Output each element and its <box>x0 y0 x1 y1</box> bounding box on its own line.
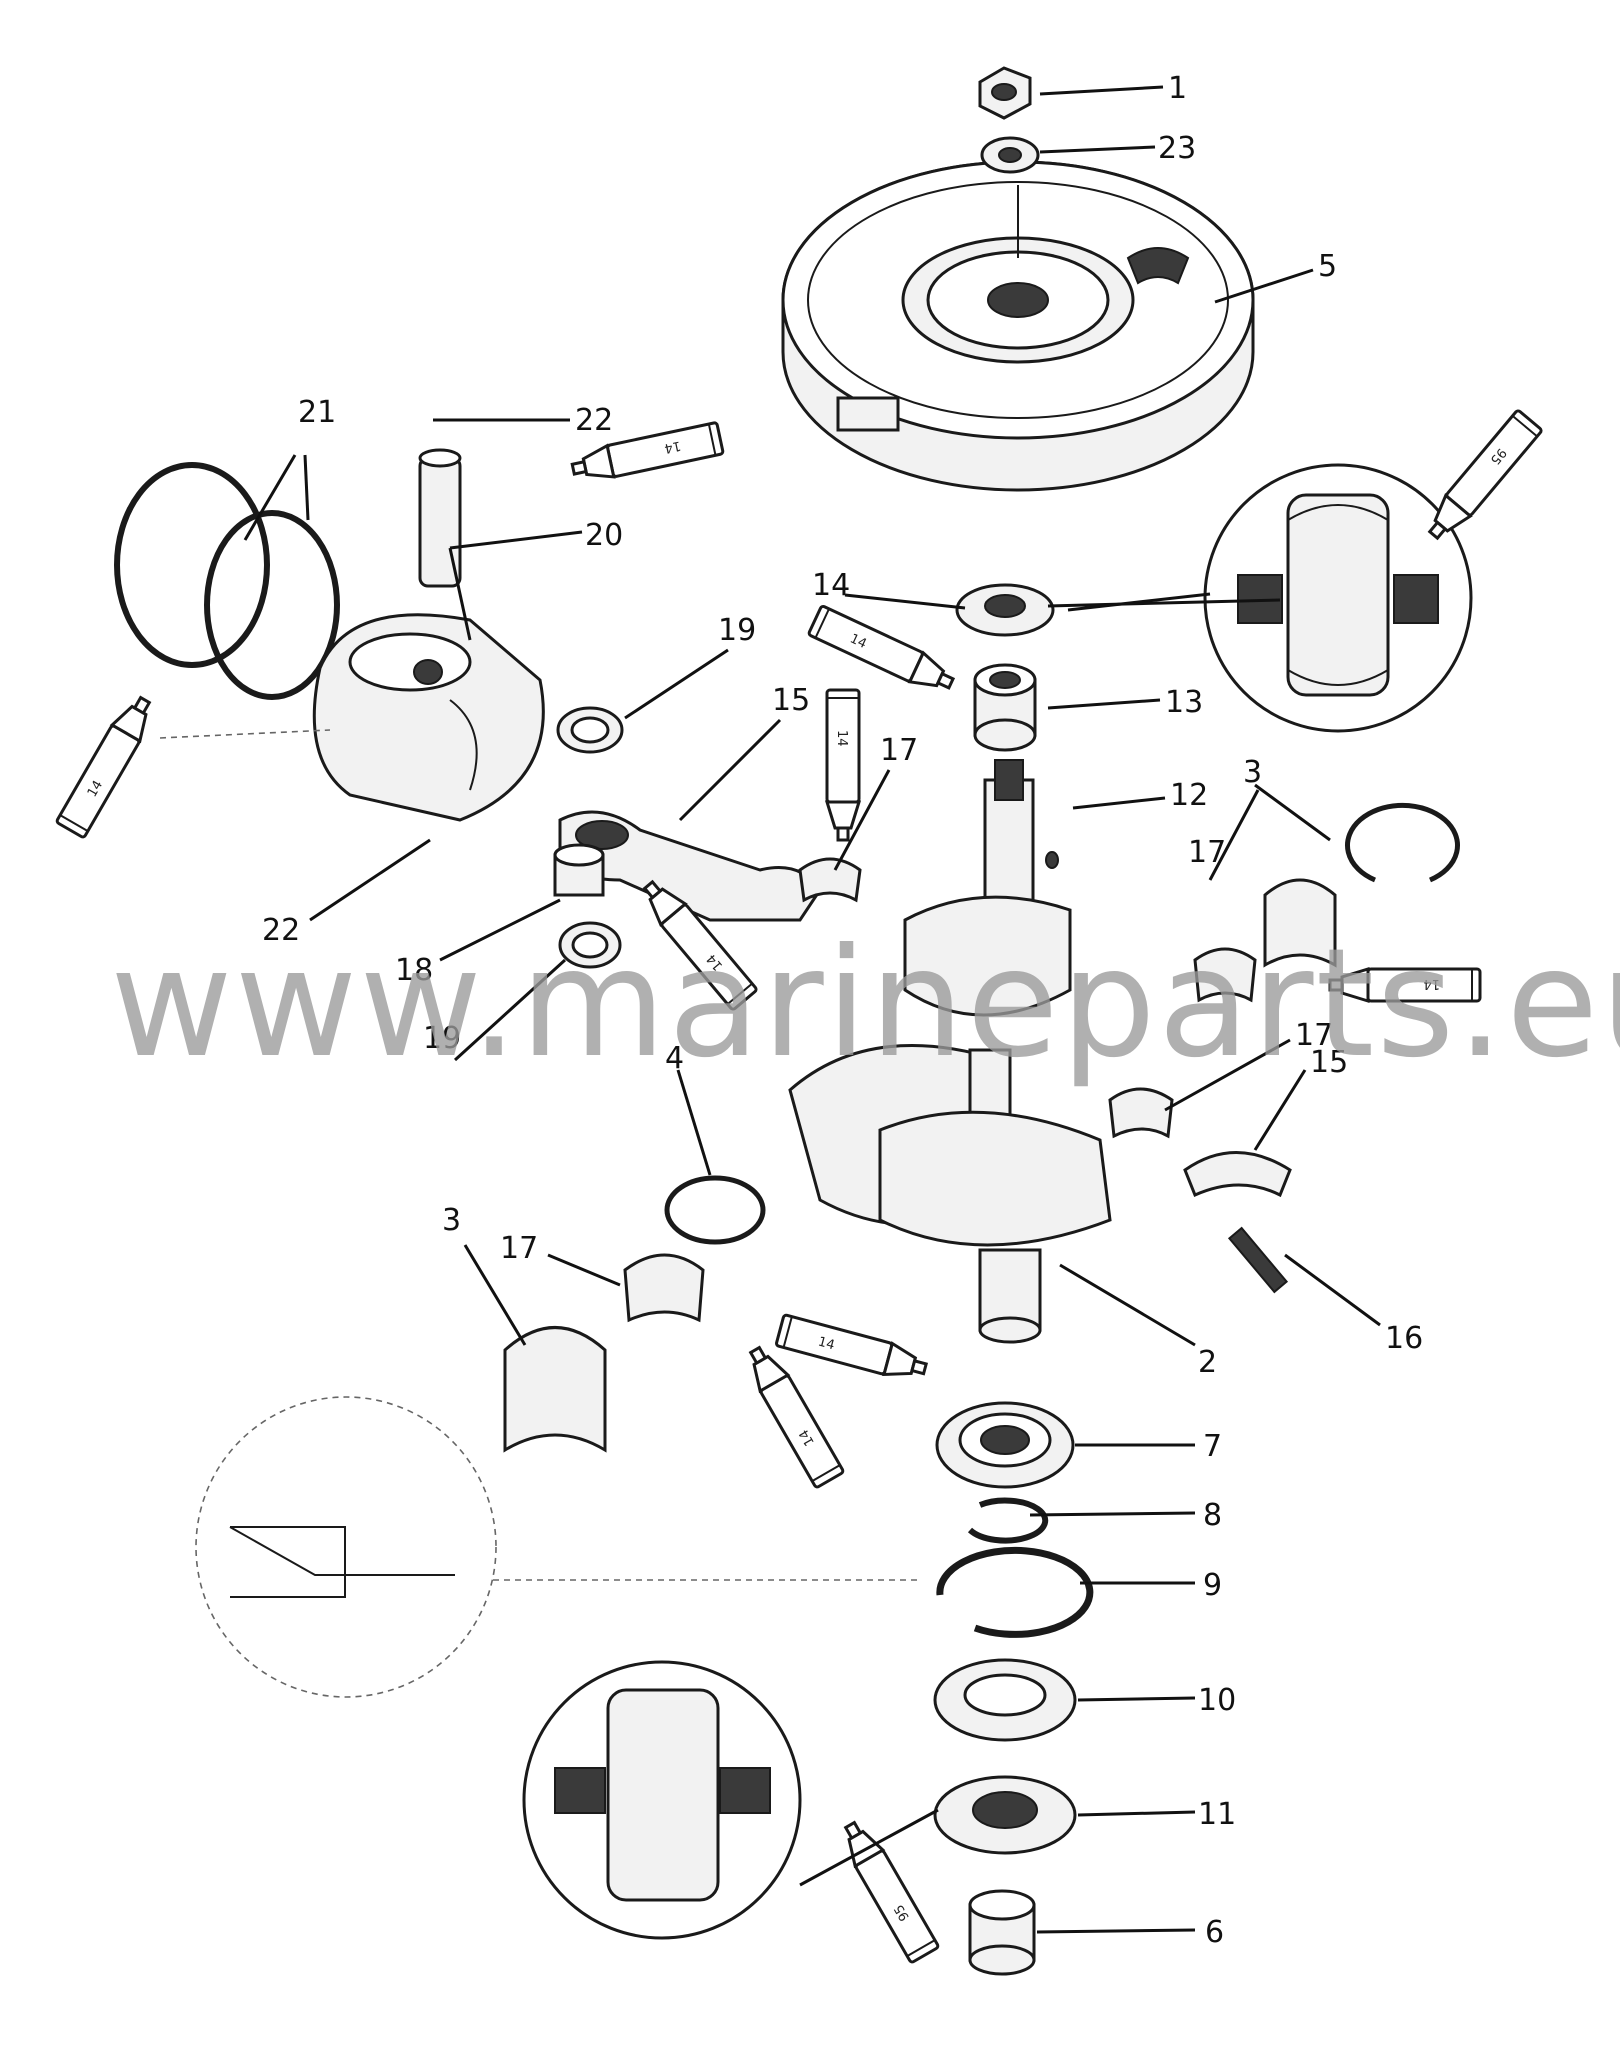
callout-labels: 1 23 5 22 21 20 19 15 14 13 17 12 3 17 2… <box>262 71 1423 1950</box>
upper-seal-detail <box>1203 463 1473 733</box>
bearing-half-3-left <box>503 1326 607 1453</box>
callout-23: 23 <box>1158 131 1196 166</box>
callout-17-right: 17 <box>1188 835 1226 870</box>
small-end-bearing <box>553 843 605 897</box>
callout-2: 5 <box>1318 249 1337 284</box>
upper-needle-bearing <box>973 663 1037 752</box>
snap-ring-detail <box>195 1396 497 1698</box>
lubricant-tube-small-end: 14 <box>634 873 759 1012</box>
callout-5: 2 <box>1198 1345 1217 1380</box>
callout-1: 1 <box>1168 71 1187 106</box>
lubricant-tube-rings: 14 <box>54 690 161 840</box>
callout-18: 18 <box>395 953 433 988</box>
watermark-text: www.marineparts.eu <box>110 917 1620 1091</box>
svg-text:14: 14 <box>663 438 682 456</box>
flywheel <box>781 160 1255 492</box>
callout-17-mid: 17 <box>1295 1018 1333 1053</box>
svg-text:95: 95 <box>892 1902 913 1924</box>
lubricant-tube-upper-seal: 95 <box>1419 408 1544 547</box>
crank-washer-4 <box>664 1175 766 1245</box>
snap-ring-9 <box>936 1546 1094 1638</box>
callout-6: 6 <box>1205 1915 1224 1950</box>
piston <box>312 613 545 822</box>
lower-oil-seal-11 <box>933 1775 1077 1855</box>
bearing-cage-17-right-mid <box>1108 1087 1174 1139</box>
callout-17-upper: 17 <box>880 733 918 768</box>
lubricant-tube-crank-right: 14 <box>1328 967 1482 1003</box>
callout-10: 10 <box>1198 1683 1236 1718</box>
callout-4: 4 <box>665 1041 684 1076</box>
lubricant-tube-ball-bearing: 14 <box>774 1313 931 1386</box>
callout-12: 12 <box>1170 778 1208 813</box>
callout-3-left: 3 <box>442 1203 461 1238</box>
lubricant-tube-cage-bearing: 14 <box>825 688 861 842</box>
svg-text:14: 14 <box>1423 976 1440 991</box>
crankshaft <box>788 759 1112 1344</box>
callout-21: 21 <box>298 395 336 430</box>
flywheel-nut <box>978 66 1032 120</box>
piston-rings <box>114 462 340 700</box>
callout-9: 9 <box>1203 1568 1222 1603</box>
leader-lines <box>159 85 1381 1934</box>
callout-14: 14 <box>812 568 850 603</box>
upper-oil-seal <box>955 583 1055 637</box>
lubricant-tube-lower-cage: 14 <box>739 1340 846 1490</box>
callout-15-right: 15 <box>1310 1045 1348 1080</box>
svg-text:14: 14 <box>816 1335 836 1354</box>
callout-11: 11 <box>1198 1797 1236 1832</box>
lubricant-tube-upper-bearing: 14 <box>806 603 960 700</box>
svg-text:14: 14 <box>834 730 849 747</box>
thrust-washer-10 <box>933 1658 1077 1742</box>
callout-19-bottom: 19 <box>423 1021 461 1056</box>
callout-8: 8 <box>1203 1498 1222 1533</box>
callout-19-top: 19 <box>718 613 756 648</box>
callout-22-top: 22 <box>575 403 613 438</box>
callout-17-left: 17 <box>500 1231 538 1266</box>
bearing-half-3-upper <box>1263 878 1337 968</box>
callout-16: 16 <box>1385 1321 1423 1356</box>
retaining-ring-3-upper <box>1345 802 1460 883</box>
callout-20: 20 <box>585 518 623 553</box>
rod-bolt <box>1227 1226 1289 1294</box>
lubricant-tube-lower-seal: 95 <box>834 1815 941 1965</box>
callout-13: 13 <box>1165 685 1203 720</box>
callout-3-upper: 3 <box>1243 755 1262 790</box>
svg-text:14: 14 <box>85 778 106 800</box>
svg-text:14: 14 <box>797 1427 818 1449</box>
svg-text:14: 14 <box>847 631 868 652</box>
lower-seal-detail <box>522 1660 802 1940</box>
callout-15-rod: 15 <box>772 683 810 718</box>
bearing-cage-17-left <box>623 1253 705 1323</box>
callout-7: 7 <box>1203 1429 1222 1464</box>
bushing-6 <box>968 1889 1036 1976</box>
key-12 <box>1045 851 1059 869</box>
lubricant-tube-piston-pin: 14 <box>568 420 725 487</box>
rod-thrust-washer-bottom <box>558 921 622 969</box>
snap-ring-8 <box>967 1497 1049 1544</box>
bearing-half-15-right <box>1183 1151 1292 1198</box>
ball-bearing <box>935 1401 1075 1489</box>
rod-cage-bearing <box>798 857 862 903</box>
callout-22-bottom: 22 <box>262 913 300 948</box>
bearing-cage-17-right-upper <box>1193 947 1257 1003</box>
rod-thrust-washer-top <box>556 706 624 754</box>
flywheel-washer <box>980 136 1040 174</box>
